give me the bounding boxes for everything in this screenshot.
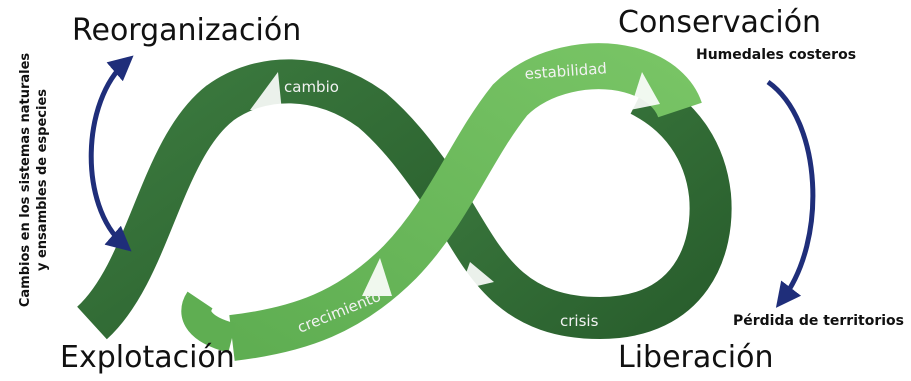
arrowhead-crecimiento — [362, 258, 392, 296]
left-note-line2: y ensambles de especies — [35, 89, 50, 272]
phase-liberacion: Liberación — [618, 340, 774, 375]
phase-conservacion: Conservación — [618, 5, 822, 40]
dark-band-right — [422, 76, 732, 340]
right-cycle-arrow — [766, 79, 816, 308]
loop-label-crisis: crisis — [560, 312, 599, 330]
note-humedales-costeros: Humedales costeros — [696, 47, 857, 63]
loop-label-estabilidad: estabilidad — [524, 59, 607, 83]
note-perdida-territorios: Pérdida de territorios — [733, 313, 904, 329]
left-cycle-arrow — [88, 55, 134, 252]
phase-explotacion: Explotación — [60, 340, 235, 375]
light-band-lower-left — [181, 291, 237, 353]
left-note-line1: Cambios en los sistemas naturales — [18, 52, 33, 308]
arrowhead-estabilidad — [630, 72, 660, 110]
dark-band-left — [76, 59, 458, 340]
arrowhead-cambio — [250, 72, 282, 112]
phase-reorganizacion: Reorganización — [72, 13, 302, 48]
arrowhead-crisis — [460, 262, 494, 290]
light-band — [229, 43, 702, 361]
loop-label-cambio: cambio — [284, 78, 339, 96]
